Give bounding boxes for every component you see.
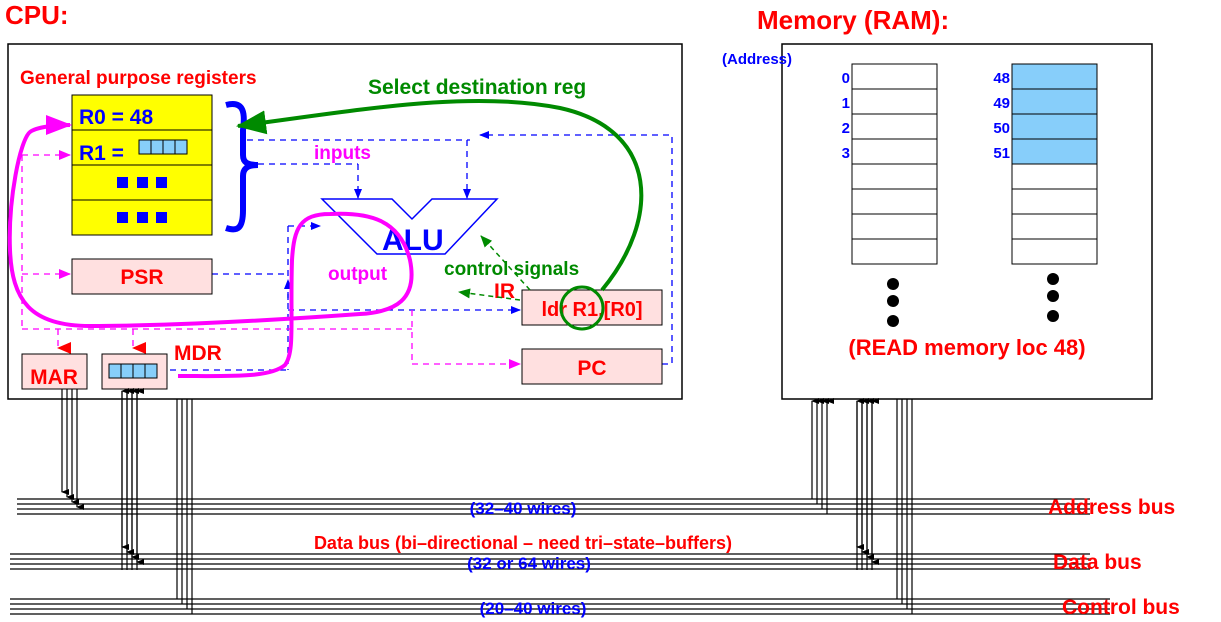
gpr-label: General purpose registers [20, 68, 257, 89]
data-bus-label: Data bus [1053, 551, 1142, 574]
mar-label: MAR [30, 366, 78, 389]
address-label: (Address) [722, 51, 792, 68]
mdr-label: MDR [174, 342, 222, 365]
output-label: output [328, 264, 388, 285]
memory-column-low: 0 1 2 3 [842, 63, 938, 265]
memory-cell [851, 188, 938, 215]
memory-ellipsis-right [1047, 273, 1059, 322]
memory-cell [851, 113, 938, 140]
cpu-title: CPU: [5, 0, 69, 30]
inputs-label: inputs [314, 143, 371, 164]
address-bus-width: (32–40 wires) [470, 499, 577, 518]
memory-cell [1011, 113, 1098, 140]
memory-address: 1 [842, 95, 850, 112]
memory-address: 3 [842, 145, 850, 162]
psr-label: PSR [120, 266, 163, 289]
data-bus-width: (32 or 64 wires) [467, 554, 591, 573]
memory-cell [1011, 163, 1098, 190]
control-signal-wires [458, 235, 531, 301]
pc-label: PC [577, 357, 606, 380]
cpu-box [7, 43, 683, 400]
memory-cell [1011, 138, 1098, 165]
memory-cell [851, 63, 938, 90]
control-bus-label: Control bus [1062, 596, 1180, 619]
memory-address: 49 [993, 95, 1010, 112]
memory-title: Memory (RAM): [757, 5, 949, 35]
register-r1: R1 = [79, 142, 124, 165]
ir-instruction: ldr R1,[R0] [541, 299, 642, 321]
ir-label: IR [494, 280, 515, 303]
psr-register [71, 258, 213, 295]
register-file: R0 = 48 R1 = [71, 94, 213, 236]
memory-cell [851, 138, 938, 165]
pc-register [521, 348, 663, 385]
memory-cell [1011, 238, 1098, 265]
register-ellipsis-1 [117, 177, 167, 188]
destination-register-highlight [559, 285, 605, 331]
select-destination-arrow [236, 98, 644, 292]
data-load-path [7, 115, 414, 379]
memory-address: 51 [993, 145, 1010, 162]
alu-input-wires [170, 131, 673, 371]
data-bus-note: Data bus (bi–directional – need tri–stat… [314, 533, 732, 553]
alu-shape [320, 198, 499, 255]
memory-address: 2 [842, 120, 850, 137]
control-bus-width: (20–40 wires) [480, 599, 587, 618]
memory-ellipsis-left [887, 278, 899, 327]
memory-cell [1011, 63, 1098, 90]
memory-column-high: 48 49 50 51 [993, 63, 1098, 265]
memory-cell [851, 213, 938, 240]
memory-box [781, 43, 1153, 400]
register-r0: R0 = 48 [79, 106, 153, 129]
memory-address: 0 [842, 70, 850, 87]
register-ellipsis-2 [117, 212, 167, 223]
register-r1-value-cells [138, 139, 188, 155]
memory-cell [1011, 188, 1098, 215]
memory-cell [851, 238, 938, 265]
memory-address: 50 [993, 120, 1010, 137]
memory-address: 48 [993, 70, 1010, 87]
address-bus-label: Address bus [1048, 496, 1175, 519]
system-buses [10, 388, 1110, 615]
memory-cell [1011, 213, 1098, 240]
mar-register [21, 353, 88, 390]
memory-cell [851, 163, 938, 190]
select-destination-label: Select destination reg [368, 76, 586, 99]
memory-operation-label: (READ memory loc 48) [848, 335, 1085, 360]
mdr-value-cells [108, 363, 158, 379]
memory-cell [1011, 88, 1098, 115]
control-signals-label: control signals [444, 259, 579, 280]
memory-cell [851, 88, 938, 115]
